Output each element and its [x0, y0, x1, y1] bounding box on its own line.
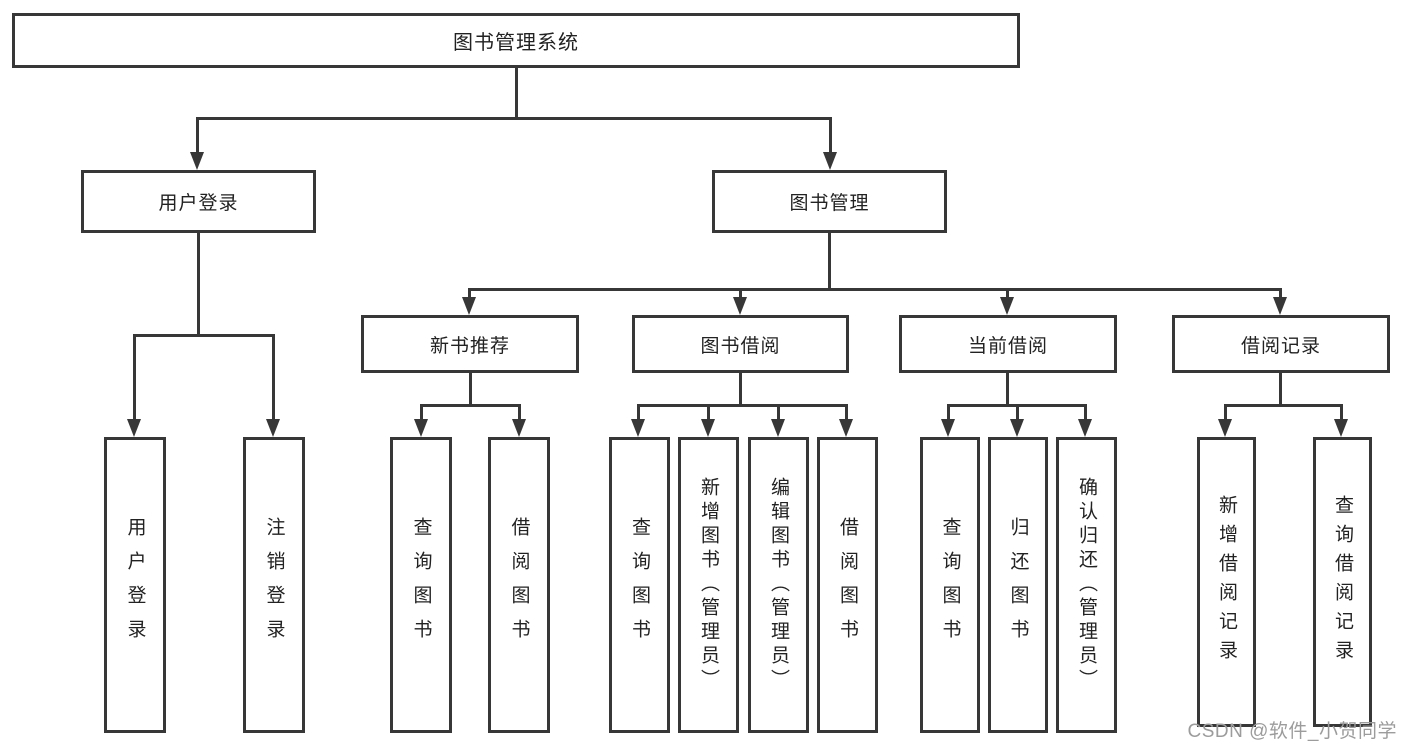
- leaf-add-books-admin-label: 新增图书（管理员）: [698, 477, 719, 693]
- arrow-to-leaf-logout: [266, 419, 280, 437]
- leaf-logout-label: 注销登录: [263, 517, 285, 653]
- leaf-user-login: 用户登录: [104, 437, 166, 733]
- connector-records-drop-1: [1224, 404, 1227, 421]
- connector-recommend-drop-1: [420, 404, 423, 421]
- connector-borrow-drop-4: [845, 404, 848, 421]
- connector-root-branch: [196, 117, 832, 120]
- node-user-login: 用户登录: [81, 170, 316, 233]
- connector-borrow-drop-2: [707, 404, 710, 421]
- arrow-to-edit-books-admin: [771, 419, 785, 437]
- leaf-add-books-admin: 新增图书（管理员）: [678, 437, 739, 733]
- connector-userlogin-drop-2: [272, 334, 275, 420]
- leaf-query-borrow-record-label: 查询借阅记录: [1332, 495, 1353, 669]
- connector-records-branch: [1224, 404, 1343, 407]
- arrow-to-return-books: [1010, 419, 1024, 437]
- arrow-to-borrow-records: [1273, 297, 1287, 315]
- node-borrow-records: 借阅记录: [1172, 315, 1390, 373]
- connector-bookmgmt-drop-3: [1006, 288, 1009, 300]
- leaf-add-borrow-record: 新增借阅记录: [1197, 437, 1256, 727]
- node-book-borrow: 图书借阅: [632, 315, 849, 373]
- leaf-edit-books-admin-label: 编辑图书（管理员）: [768, 477, 789, 693]
- connector-current-stem: [1006, 373, 1009, 407]
- leaf-borrow-books-label: 借阅图书: [837, 517, 858, 653]
- leaf-query-books-recommend: 查询图书: [390, 437, 452, 733]
- connector-borrow-drop-1: [637, 404, 640, 421]
- connector-root-left-drop: [196, 117, 199, 154]
- leaf-query-books-current-label: 查询图书: [939, 517, 961, 653]
- connector-borrow-drop-3: [777, 404, 780, 421]
- leaf-query-books-recommend-label: 查询图书: [410, 517, 432, 653]
- leaf-edit-books-admin: 编辑图书（管理员）: [748, 437, 809, 733]
- arrow-to-borrow-books-recommend: [512, 419, 526, 437]
- leaf-borrow-books-recommend-label: 借阅图书: [508, 517, 530, 653]
- arrow-to-add-borrow-record: [1218, 419, 1232, 437]
- leaf-user-login-label: 用户登录: [124, 517, 146, 653]
- arrow-to-query-books-current: [941, 419, 955, 437]
- leaf-query-books-borrow-label: 查询图书: [629, 517, 650, 653]
- connector-current-drop-3: [1084, 404, 1087, 421]
- node-book-management: 图书管理: [712, 170, 947, 233]
- arrow-to-add-books-admin: [701, 419, 715, 437]
- connector-current-drop-1: [947, 404, 950, 421]
- leaf-borrow-books-recommend: 借阅图书: [488, 437, 550, 733]
- connector-recommend-drop-2: [518, 404, 521, 421]
- leaf-return-books: 归还图书: [988, 437, 1048, 733]
- connector-root-stem: [515, 68, 518, 119]
- leaf-confirm-return-admin-label: 确认归还（管理员）: [1076, 477, 1097, 693]
- connector-userlogin-drop-1: [133, 334, 136, 420]
- connector-records-drop-2: [1340, 404, 1343, 421]
- connector-recommend-branch: [420, 404, 521, 407]
- leaf-return-books-label: 归还图书: [1007, 517, 1029, 653]
- leaf-query-borrow-record: 查询借阅记录: [1313, 437, 1372, 727]
- arrow-to-confirm-return: [1078, 419, 1092, 437]
- leaf-confirm-return-admin: 确认归还（管理员）: [1056, 437, 1117, 733]
- connector-bookmgmt-drop-2: [739, 288, 742, 300]
- arrow-to-query-books-borrow: [631, 419, 645, 437]
- connector-bookmgmt-branch: [468, 288, 1282, 291]
- connector-root-right-drop: [829, 117, 832, 154]
- arrow-to-book-management: [823, 152, 837, 170]
- leaf-logout: 注销登录: [243, 437, 305, 733]
- arrow-to-query-borrow-record: [1334, 419, 1348, 437]
- connector-current-drop-2: [1016, 404, 1019, 421]
- node-root: 图书管理系统: [12, 13, 1020, 68]
- connector-borrow-branch: [637, 404, 848, 407]
- connector-userlogin-stem: [197, 233, 200, 336]
- connector-recommend-stem: [469, 373, 472, 407]
- leaf-query-books-current: 查询图书: [920, 437, 980, 733]
- arrow-to-borrow-books: [839, 419, 853, 437]
- connector-bookmgmt-drop-1: [468, 288, 471, 300]
- arrow-to-leaf-user-login: [127, 419, 141, 437]
- arrow-to-book-borrow: [733, 297, 747, 315]
- connector-userlogin-branch: [133, 334, 275, 337]
- connector-borrow-stem: [739, 373, 742, 407]
- leaf-borrow-books: 借阅图书: [817, 437, 878, 733]
- arrow-to-query-books-recommend: [414, 419, 428, 437]
- connector-bookmgmt-drop-4: [1279, 288, 1282, 300]
- arrow-to-user-login: [190, 152, 204, 170]
- node-new-book-recommend: 新书推荐: [361, 315, 579, 373]
- arrow-to-new-book-recommend: [462, 297, 476, 315]
- connector-records-stem: [1279, 373, 1282, 407]
- node-current-borrow: 当前借阅: [899, 315, 1117, 373]
- connector-bookmgmt-stem: [828, 233, 831, 291]
- arrow-to-current-borrow: [1000, 297, 1014, 315]
- leaf-add-borrow-record-label: 新增借阅记录: [1216, 495, 1237, 669]
- leaf-query-books-borrow: 查询图书: [609, 437, 670, 733]
- csdn-watermark: CSDN @软件_小贺同学: [1187, 721, 1397, 742]
